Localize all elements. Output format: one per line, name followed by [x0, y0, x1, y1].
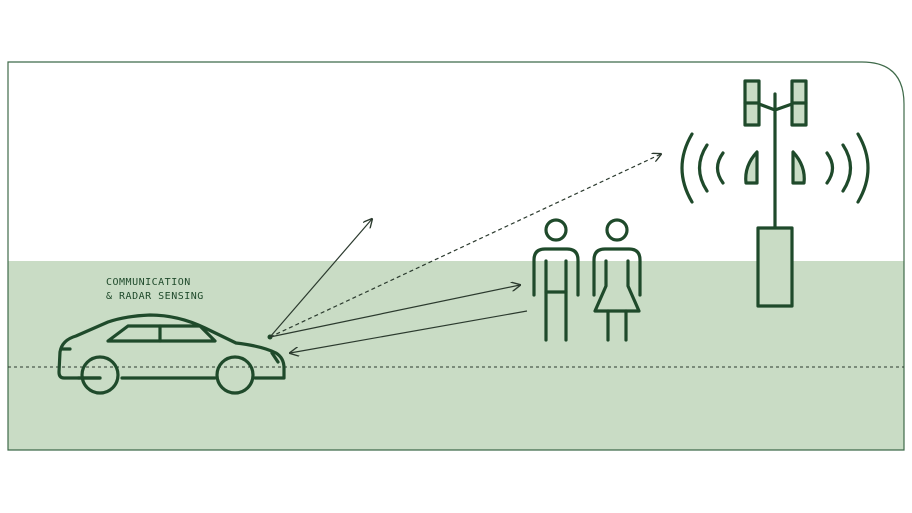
man-figure [532, 218, 580, 342]
cell-tower-icon [680, 79, 870, 308]
signal-arrows [269, 154, 661, 353]
frame-border [7, 61, 905, 451]
radar-beam-to-people [269, 285, 520, 338]
radar-echo-return [290, 310, 528, 353]
communication-link-dashed [269, 154, 661, 338]
woman-figure [592, 218, 642, 342]
radar-beam-up [269, 219, 372, 338]
signal-waves-right [825, 132, 870, 204]
car-label-line2: & RADAR SENSING [106, 291, 204, 302]
ground-area [8, 261, 904, 450]
car-label-line1: COMMUNICATION [106, 277, 191, 288]
people-icon [532, 218, 642, 342]
signal-waves-left [680, 132, 725, 204]
car-icon [57, 313, 286, 395]
